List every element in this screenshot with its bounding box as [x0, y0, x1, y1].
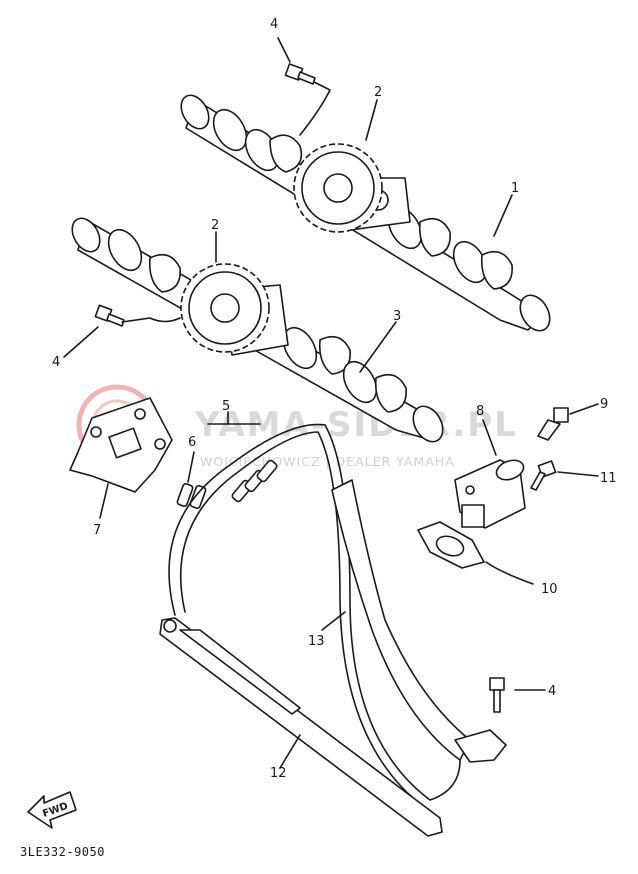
callout-12: 12	[270, 766, 287, 781]
chain-tensioner	[454, 459, 526, 529]
callout-8: 8	[476, 404, 484, 419]
callout-6: 6	[188, 435, 196, 450]
diagram-code: 3LE332-9050	[20, 845, 105, 859]
callout-4-bottom: 4	[548, 684, 556, 699]
callout-2-upper: 2	[374, 85, 382, 100]
callout-4-top: 4	[270, 17, 278, 32]
bolt-lower-right	[489, 677, 505, 713]
callout-13: 13	[308, 634, 325, 649]
watermark-subtitle: WOJCIECHOWICZ | DEALER YAMAHA	[200, 454, 455, 469]
callout-10: 10	[541, 582, 558, 597]
fwd-arrow-icon: FWD	[27, 791, 77, 829]
watermark: YAMA-SIDER.PL WOJCIECHOWICZ | DEALER YAM…	[76, 384, 518, 469]
chain-guide-exhaust	[331, 479, 507, 763]
callout-4-left: 4	[52, 355, 60, 370]
callout-9: 9	[600, 397, 608, 412]
callout-labels: 4 2 1 2 4 3 5 6 7 8 9 11 10 13 4 12	[52, 17, 617, 781]
tensioner-gasket	[417, 521, 485, 569]
bolt-left	[94, 304, 125, 327]
chain-joint-links	[176, 459, 278, 510]
cam-sprocket-upper	[293, 143, 383, 233]
callout-11: 11	[600, 471, 617, 486]
callout-2-lower: 2	[211, 218, 219, 233]
tensioner-bolt	[530, 460, 557, 491]
chain-guide-cap	[69, 397, 173, 493]
chain-guide-intake	[159, 617, 443, 837]
callout-7: 7	[93, 523, 101, 538]
tensioner-cap-bolt	[537, 407, 569, 441]
cam-sprocket-lower	[180, 263, 270, 353]
callout-5: 5	[222, 399, 230, 414]
watermark-brand: YAMA-SIDER.PL	[194, 405, 518, 445]
bolt-upper	[284, 63, 316, 85]
callout-1: 1	[511, 181, 519, 196]
callout-3: 3	[393, 309, 401, 324]
leader-lines	[63, 37, 599, 769]
